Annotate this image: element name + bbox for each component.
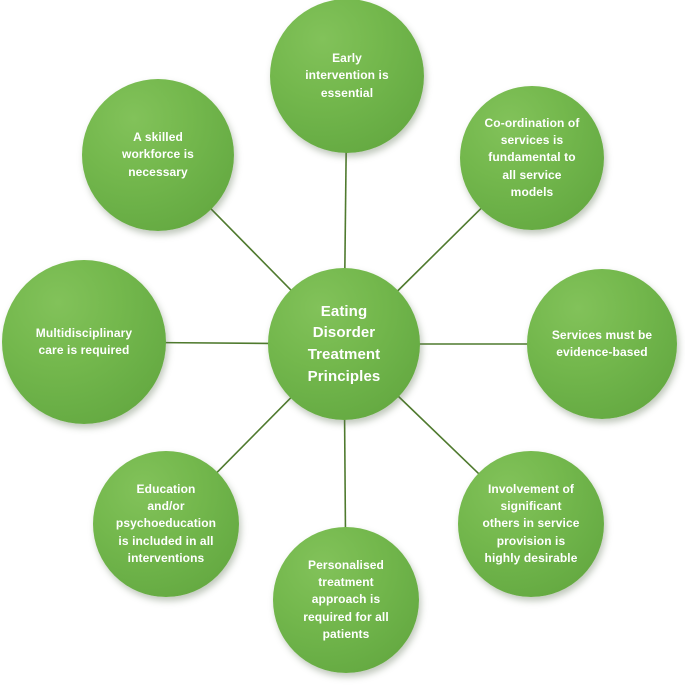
node-education-psychoeducation[interactable]: Education and/or psychoeducation is incl…	[93, 451, 239, 597]
node-skilled-workforce[interactable]: A skilled workforce is necessary	[82, 79, 234, 231]
connector-center-to-early-intervention	[344, 151, 347, 270]
connector-center-to-co-ordination-of-services	[396, 207, 483, 292]
node-center-label: Eating Disorder Treatment Principles	[307, 302, 381, 385]
node-co-ordination-of-services-label: Co-ordination of services is fundamental…	[484, 116, 580, 199]
node-early-intervention[interactable]: Early intervention is essential	[270, 0, 424, 153]
node-involvement-of-significant-others-label: Involvement of significant others in ser…	[482, 482, 580, 565]
node-involvement-of-significant-others[interactable]: Involvement of significant others in ser…	[458, 451, 604, 597]
node-skilled-workforce-label: A skilled workforce is necessary	[122, 130, 194, 179]
node-multidisciplinary-care[interactable]: Multidisciplinary care is required	[2, 260, 166, 424]
connector-center-to-education-psychoeducation	[216, 396, 292, 474]
node-evidence-based-services[interactable]: Services must be evidence-based	[527, 269, 677, 419]
node-multidisciplinary-care-label: Multidisciplinary care is required	[35, 325, 133, 357]
node-center-eating-disorder-treatment-principles[interactable]: Eating Disorder Treatment Principles	[268, 268, 420, 420]
node-personalised-treatment-label: Personalised treatment approach is requi…	[303, 558, 389, 641]
connector-center-to-multidisciplinary-care	[164, 341, 270, 345]
connector-center-to-involvement-of-significant-others	[397, 395, 480, 475]
node-personalised-treatment[interactable]: Personalised treatment approach is requi…	[273, 527, 419, 673]
connector-center-to-personalised-treatment	[343, 418, 347, 529]
node-early-intervention-label: Early intervention is essential	[305, 51, 389, 100]
node-evidence-based-services-label: Services must be evidence-based	[551, 327, 653, 359]
connector-center-to-skilled-workforce	[210, 207, 292, 292]
node-co-ordination-of-services[interactable]: Co-ordination of services is fundamental…	[460, 86, 604, 230]
node-education-psychoeducation-label: Education and/or psychoeducation is incl…	[115, 482, 217, 565]
